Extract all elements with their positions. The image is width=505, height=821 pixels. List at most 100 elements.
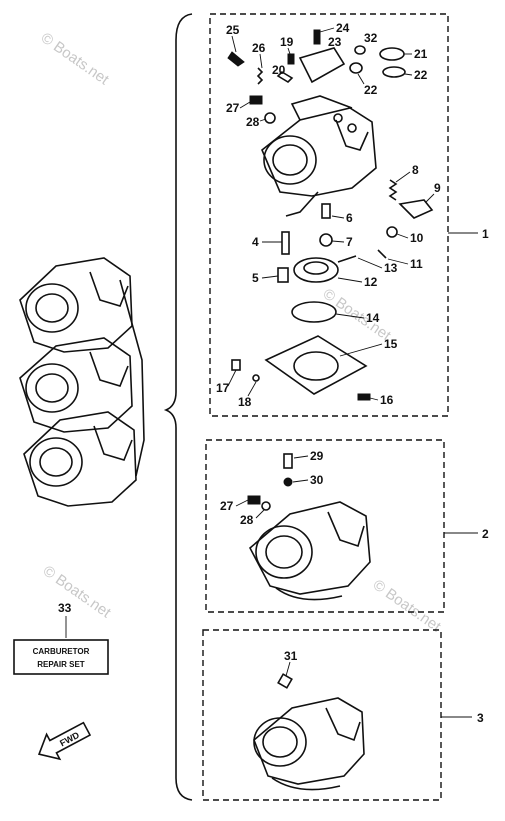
- leader: [395, 171, 411, 183]
- leader: [335, 313, 365, 319]
- leader: [339, 343, 383, 357]
- needle-jet-4: [281, 231, 290, 255]
- watermark: © Boats.net: [38, 29, 113, 88]
- part-label-14: 14: [366, 311, 380, 325]
- carb-body: [261, 107, 377, 197]
- part-label-22: 22: [414, 68, 428, 82]
- leader: [255, 509, 265, 519]
- leader: [396, 233, 409, 239]
- leader: [331, 240, 345, 243]
- spring-26: [256, 67, 264, 85]
- washer-18: [252, 374, 260, 382]
- carb-lever: [285, 191, 319, 217]
- part-20: [276, 70, 294, 84]
- part-label-7: 7: [346, 235, 353, 249]
- leader: [231, 35, 237, 53]
- carb-throat-flange: [263, 135, 317, 185]
- carb-throat-2: [265, 535, 303, 569]
- leader: [404, 73, 413, 76]
- pin-11: [377, 249, 387, 259]
- stack-chamber-middle: [89, 351, 129, 387]
- fwd-arrow: FWD: [37, 721, 92, 761]
- o-ring-21: [379, 47, 405, 61]
- diaphragm-cover: [298, 47, 346, 84]
- carb-fitting: [347, 123, 357, 133]
- leader: [287, 47, 291, 55]
- leader: [331, 215, 345, 219]
- part-label-12: 12: [364, 275, 378, 289]
- part-label-13: 13: [384, 261, 398, 275]
- part-label-26: 26: [252, 41, 266, 55]
- pin-13: [337, 255, 357, 263]
- screw-27b: [247, 495, 261, 505]
- o-ring-22: [382, 66, 406, 78]
- carburetor-assembly-3: [253, 673, 365, 791]
- jet-5: [277, 267, 289, 283]
- part-label-20: 20: [272, 63, 286, 77]
- cover-screw: [313, 29, 321, 45]
- group-2-label: 2: [482, 527, 489, 541]
- o-ring-32: [354, 45, 366, 55]
- leader: [369, 397, 379, 401]
- screw-25: [227, 51, 245, 67]
- repair-kit-box: [13, 639, 109, 675]
- leader: [319, 27, 335, 33]
- o-ring-22b: [349, 62, 363, 74]
- stack-carb-bottom: [23, 411, 137, 507]
- leader: [227, 369, 237, 387]
- part-label-4: 4: [252, 235, 259, 249]
- spring-8: [388, 179, 398, 201]
- carb-fitting: [333, 113, 343, 123]
- stack-throat-bottom: [29, 437, 83, 487]
- stack-chamber-bottom: [93, 425, 133, 461]
- part-label-5: 5: [252, 271, 259, 285]
- part-label-31: 31: [284, 649, 298, 663]
- group-3-label: 3: [477, 711, 484, 725]
- stack-throat-middle-inner: [35, 373, 69, 403]
- float-bowl-12: [293, 257, 339, 283]
- carburetor-assembly-1: [261, 95, 377, 217]
- repair-kit-line-2: REPAIR SET: [37, 660, 85, 669]
- part-label-6: 6: [346, 211, 353, 225]
- part-label-24: 24: [336, 21, 350, 35]
- watermark: © Boats.net: [40, 562, 115, 621]
- carb-base-2: [275, 587, 343, 601]
- carb-float-chamber: [335, 119, 369, 151]
- screw-17: [231, 359, 241, 371]
- washer-10: [386, 226, 398, 238]
- part-label-15: 15: [384, 337, 398, 351]
- part-label-27: 27: [226, 101, 240, 115]
- part-label-29: 29: [310, 449, 324, 463]
- leader: [357, 257, 383, 269]
- leader: [293, 455, 309, 459]
- fwd-arrow-icon: [37, 721, 92, 761]
- part-label-17: 17: [216, 381, 230, 395]
- carb-throat-flange-2: [255, 525, 313, 579]
- leader: [387, 258, 409, 265]
- leader: [337, 277, 363, 283]
- carb-top: [290, 95, 353, 121]
- carb-throat-3: [262, 726, 298, 758]
- part-label-16: 16: [380, 393, 394, 407]
- part-label-25: 25: [226, 23, 240, 37]
- float-bowl-inner: [303, 261, 329, 275]
- leader: [357, 73, 365, 85]
- carburetor-stack: [19, 257, 145, 507]
- screw-29: [283, 453, 293, 469]
- leader: [425, 193, 435, 203]
- part-label-32: 32: [364, 31, 378, 45]
- part-9: [398, 199, 434, 219]
- leader: [292, 479, 309, 483]
- part-label-33: 33: [58, 601, 72, 615]
- repair-kit-line-1: CARBURETOR: [33, 647, 90, 656]
- part-label-9: 9: [434, 181, 441, 195]
- spring-28: [264, 112, 276, 124]
- part-label-10: 10: [410, 231, 424, 245]
- leader: [259, 53, 263, 69]
- watermark: © Boats.net: [370, 576, 445, 635]
- stack-throat-bottom-inner: [39, 447, 73, 477]
- nut-7: [319, 233, 333, 247]
- leader: [235, 499, 249, 507]
